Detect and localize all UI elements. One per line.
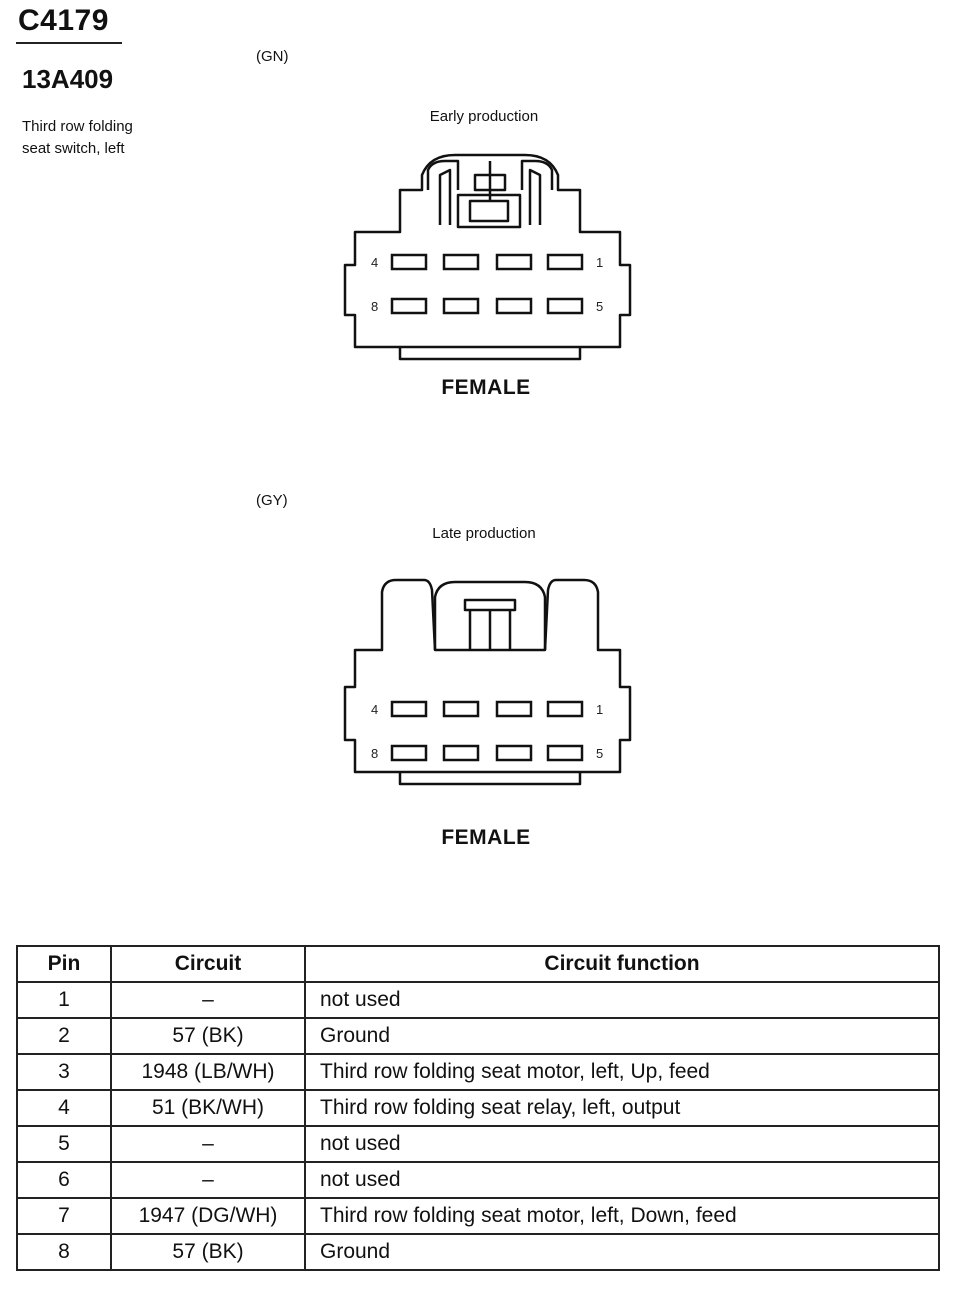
pin-table: Pin Circuit Circuit function 1 – not use… <box>16 945 940 1271</box>
pin-label-bottom-left: 8 <box>371 299 378 314</box>
cavity-5 <box>546 744 584 762</box>
cell-pin: 1 <box>16 981 112 1019</box>
view-label-early: Early production <box>429 108 539 125</box>
cell-pin: 2 <box>16 1017 112 1055</box>
cavity-6 <box>495 297 533 315</box>
connector-latch-inner-left <box>438 168 452 225</box>
cell-circuit: – <box>110 981 306 1019</box>
cell-function: not used <box>304 981 940 1019</box>
connector-diagram-early: 4 1 8 5 <box>343 153 632 361</box>
view-label-late: Late production <box>432 525 536 542</box>
description-line-2: seat switch, left <box>22 140 125 157</box>
cell-pin: 6 <box>16 1161 112 1199</box>
cavity-4 <box>390 700 428 718</box>
cavity-6 <box>495 744 533 762</box>
connector-latch-inner-right <box>528 168 542 225</box>
table-row: 2 57 (BK) Ground <box>16 1017 940 1055</box>
cell-pin: 3 <box>16 1053 112 1091</box>
header-pin: Pin <box>16 945 112 983</box>
cell-circuit: 51 (BK/WH) <box>110 1089 306 1127</box>
cell-circuit: 57 (BK) <box>110 1017 306 1055</box>
cavity-8 <box>390 744 428 762</box>
color-code-early: (GN) <box>256 48 289 65</box>
cavity-7 <box>442 297 480 315</box>
pin-label-top-left: 4 <box>371 702 378 717</box>
connector-lock-tab <box>468 199 510 223</box>
cavity-7 <box>442 744 480 762</box>
color-code-late: (GY) <box>256 492 288 509</box>
cavity-1 <box>546 700 584 718</box>
pin-label-bottom-right: 5 <box>596 746 603 761</box>
connector-bottom-tab <box>398 347 582 361</box>
connector-body <box>343 578 632 774</box>
cell-function: Ground <box>304 1017 940 1055</box>
cell-pin: 8 <box>16 1233 112 1271</box>
connector-description: Third row folding seat switch, left <box>22 116 192 160</box>
connector-id-underline <box>16 42 122 44</box>
cavity-3 <box>442 700 480 718</box>
cavity-8 <box>390 297 428 315</box>
gender-label-early: FEMALE <box>441 376 531 399</box>
connector-latch <box>433 580 547 650</box>
part-number: 13A409 <box>22 64 114 94</box>
cell-circuit: 1947 (DG/WH) <box>110 1197 306 1235</box>
cell-pin: 4 <box>16 1089 112 1127</box>
table-row: 5 – not used <box>16 1125 940 1163</box>
connector-lock-bar <box>463 598 517 612</box>
cell-function: not used <box>304 1161 940 1199</box>
cell-circuit: 1948 (LB/WH) <box>110 1053 306 1091</box>
table-header-row: Pin Circuit Circuit function <box>16 945 940 983</box>
cell-function: Third row folding seat motor, left, Up, … <box>304 1053 940 1091</box>
gender-label-late: FEMALE <box>441 826 531 849</box>
pin-label-bottom-left: 8 <box>371 746 378 761</box>
cell-function: Third row folding seat relay, left, outp… <box>304 1089 940 1127</box>
cavity-2 <box>495 700 533 718</box>
cavity-1 <box>546 253 584 271</box>
connector-id: C4179 <box>18 4 109 37</box>
connector-lock-slot <box>473 173 507 192</box>
connector-body <box>343 153 632 349</box>
cell-circuit: 57 (BK) <box>110 1233 306 1271</box>
table-row: 3 1948 (LB/WH) Third row folding seat mo… <box>16 1053 940 1091</box>
table-row: 4 51 (BK/WH) Third row folding seat rela… <box>16 1089 940 1127</box>
table-row: 8 57 (BK) Ground <box>16 1233 940 1271</box>
connector-latch-right <box>520 159 554 190</box>
cell-function: Ground <box>304 1233 940 1271</box>
table-row: 6 – not used <box>16 1161 940 1199</box>
header-circuit-function: Circuit function <box>304 945 940 983</box>
cavity-3 <box>442 253 480 271</box>
header-circuit: Circuit <box>110 945 306 983</box>
connector-latch <box>426 159 460 190</box>
cell-function: not used <box>304 1125 940 1163</box>
cell-circuit: – <box>110 1125 306 1163</box>
cavity-5 <box>546 297 584 315</box>
connector-diagram-late: 4 1 8 5 <box>343 578 632 786</box>
cell-circuit: – <box>110 1161 306 1199</box>
table-row: 1 – not used <box>16 981 940 1019</box>
cell-pin: 7 <box>16 1197 112 1235</box>
description-line-1: Third row folding <box>22 118 133 135</box>
connector-lock-arm <box>468 610 512 650</box>
table-row: 7 1947 (DG/WH) Third row folding seat mo… <box>16 1197 940 1235</box>
pin-label-top-left: 4 <box>371 255 378 270</box>
cavity-2 <box>495 253 533 271</box>
cell-pin: 5 <box>16 1125 112 1163</box>
pin-label-bottom-right: 5 <box>596 299 603 314</box>
cavity-4 <box>390 253 428 271</box>
connector-bottom-tab <box>398 772 582 786</box>
pin-label-top-right: 1 <box>596 702 603 717</box>
cell-function: Third row folding seat motor, left, Down… <box>304 1197 940 1235</box>
pin-label-top-right: 1 <box>596 255 603 270</box>
